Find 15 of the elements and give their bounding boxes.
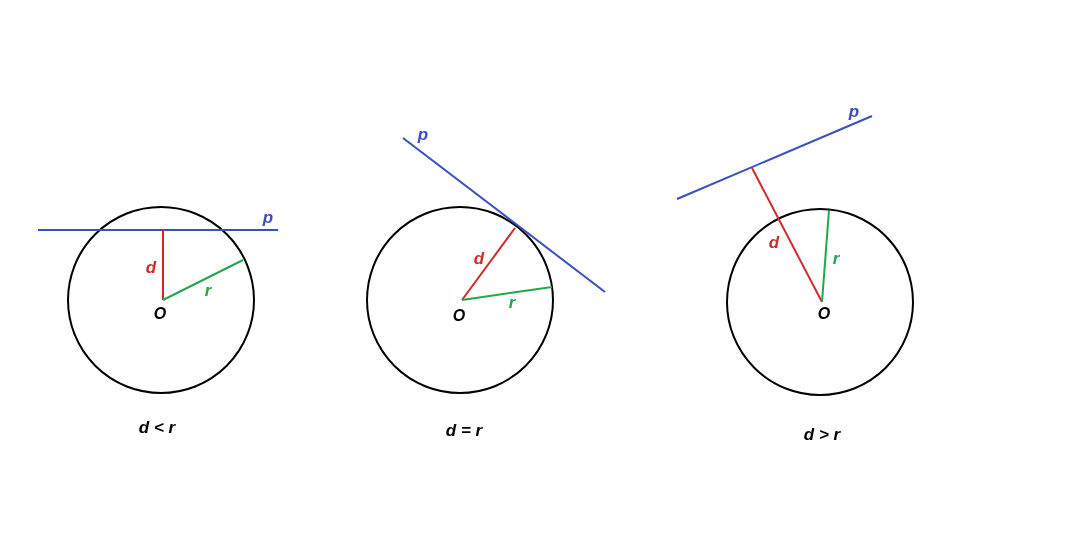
distance-label: d bbox=[768, 233, 780, 251]
distance-label: d bbox=[145, 258, 157, 276]
caption: d = r bbox=[445, 421, 483, 439]
line-label: p bbox=[262, 208, 274, 226]
center-label: O bbox=[153, 306, 167, 322]
center-label: O bbox=[817, 306, 831, 322]
line-label: p bbox=[417, 125, 429, 143]
caption: d > r bbox=[803, 425, 841, 443]
distance-label: d bbox=[473, 249, 485, 267]
line-label: p bbox=[848, 102, 860, 120]
radius-label: r bbox=[508, 293, 516, 311]
radius-label: r bbox=[204, 281, 212, 299]
center-label: O bbox=[452, 308, 466, 324]
caption: d < r bbox=[138, 418, 176, 436]
radius-label: r bbox=[832, 249, 840, 267]
